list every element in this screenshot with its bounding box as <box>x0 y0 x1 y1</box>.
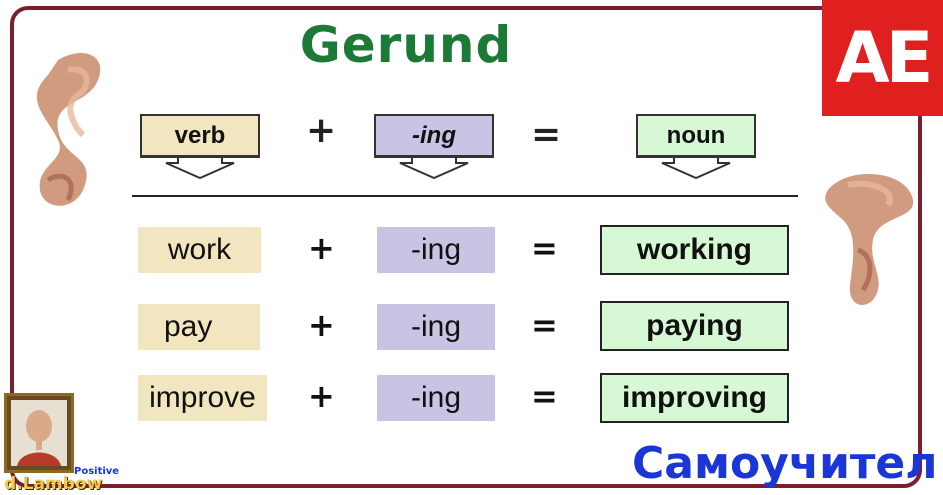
row-3-plus-sign: + <box>308 377 335 415</box>
ae-logo-text: AE <box>835 17 934 99</box>
row-2-ing: -ing <box>377 304 495 350</box>
author-tag: Positive <box>74 466 120 477</box>
brush-stroke-right-icon <box>825 173 914 305</box>
row-2-result: paying <box>600 301 789 351</box>
row-3-verb: improve <box>138 375 267 421</box>
row-1-plus-sign: + <box>308 229 335 267</box>
header-ing-box: -ing <box>374 114 494 158</box>
row-1-equals-sign: = <box>531 229 558 267</box>
brush-stroke-left-icon <box>36 52 101 206</box>
arrow-down-icon <box>165 157 235 179</box>
row-2-equals-sign: = <box>531 306 558 344</box>
header-noun-box: noun <box>636 114 756 158</box>
brand-text: Самоучител <box>632 438 938 489</box>
row-1-ing: -ing <box>377 227 495 273</box>
row-3-ing: -ing <box>377 375 495 421</box>
ae-logo: AE <box>822 0 943 116</box>
arrow-down-icon <box>399 157 469 179</box>
portrait-photo-icon <box>4 393 74 473</box>
row-3-result: improving <box>600 373 789 423</box>
header-verb-box: verb <box>140 114 260 158</box>
divider-line <box>132 195 798 197</box>
row-1-verb: work <box>138 227 261 273</box>
header-equals-sign: = <box>531 114 562 155</box>
header-plus-sign: + <box>306 110 337 151</box>
row-2-verb: pay <box>138 304 260 350</box>
arrow-down-icon <box>661 157 731 179</box>
header-noun-label: noun <box>666 121 726 149</box>
row-1-result: working <box>600 225 789 275</box>
header-verb-label: verb <box>174 121 226 149</box>
author-name: d.Lambow <box>4 474 103 494</box>
row-3-equals-sign: = <box>531 377 558 415</box>
row-2-plus-sign: + <box>308 306 335 344</box>
header-ing-label: -ing <box>412 121 456 149</box>
page-title: Gerund <box>299 16 513 74</box>
